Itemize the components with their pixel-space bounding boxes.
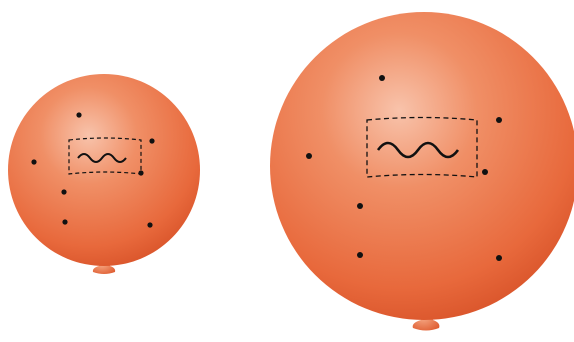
large-balloon-dot xyxy=(496,255,502,261)
large-balloon-wave-box xyxy=(366,116,478,178)
large-balloon-dot xyxy=(482,169,488,175)
small-balloon-dot xyxy=(61,189,67,195)
large-balloon-dot xyxy=(306,153,312,159)
small-balloon-wave xyxy=(77,153,127,163)
small-balloon-dot xyxy=(138,170,144,176)
large-balloon xyxy=(270,12,574,331)
large-balloon-dot xyxy=(357,203,363,209)
large-balloon-dot xyxy=(496,117,502,123)
small-balloon-dot xyxy=(147,222,153,228)
small-balloon-dot xyxy=(76,112,82,118)
small-balloon-dot xyxy=(62,219,68,225)
small-balloon-body xyxy=(8,74,200,266)
small-balloon xyxy=(8,74,200,274)
large-balloon-dot xyxy=(379,75,385,81)
large-balloon-dot xyxy=(357,252,363,258)
small-balloon-dot xyxy=(149,138,155,144)
large-balloon-body xyxy=(270,12,574,320)
large-balloon-wave xyxy=(376,141,460,159)
small-balloon-dot xyxy=(31,159,37,165)
